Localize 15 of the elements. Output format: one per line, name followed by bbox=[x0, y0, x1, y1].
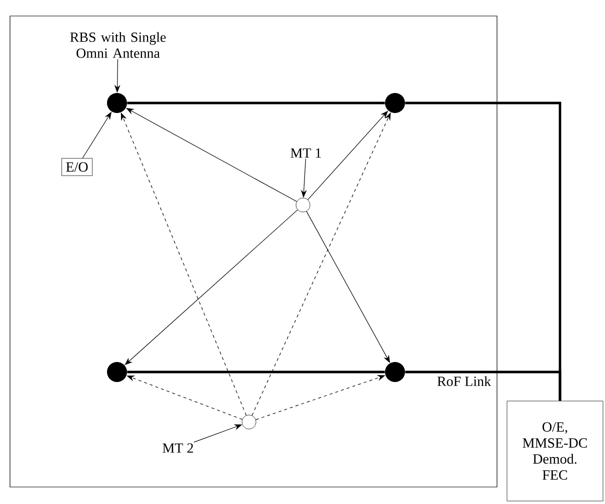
base-station-dot bbox=[385, 93, 405, 113]
base-station-dot bbox=[107, 362, 127, 382]
base-station-dot bbox=[385, 362, 405, 382]
edge-label: RoF Link bbox=[436, 375, 492, 388]
link-line bbox=[127, 102, 385, 104]
antenna-label: RBS with Single Omni Antenna bbox=[70, 32, 166, 58]
link-line bbox=[405, 370, 562, 401]
base-station-dot bbox=[107, 93, 127, 113]
terminal-label: MT 2 bbox=[162, 443, 193, 453]
terminal-circle bbox=[242, 414, 256, 430]
converter-box: E/O bbox=[62, 158, 92, 176]
receiver-box: O/E, MMSE-DC Demod. FEC bbox=[506, 400, 604, 502]
terminal-label: MT 1 bbox=[290, 148, 321, 158]
terminal-circle bbox=[296, 198, 310, 212]
link-line bbox=[127, 370, 385, 374]
